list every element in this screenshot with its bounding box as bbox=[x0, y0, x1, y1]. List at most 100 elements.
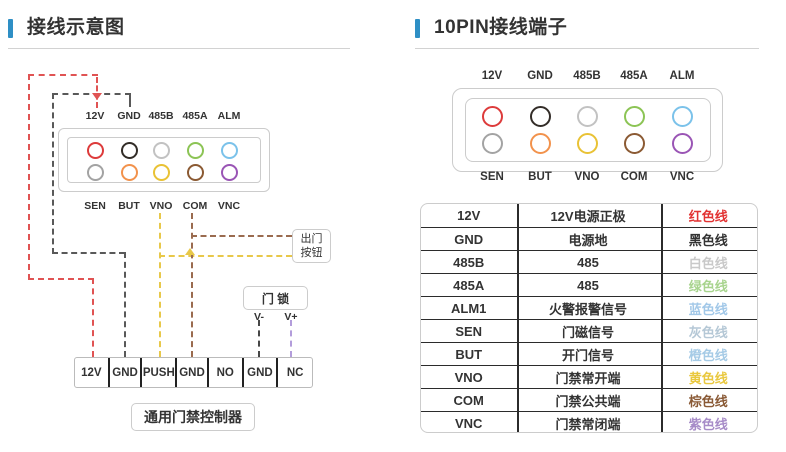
right-section-title: 10PIN接线端子 bbox=[434, 17, 568, 38]
pin-circle bbox=[220, 163, 238, 181]
pin-label-485b: 485B bbox=[148, 110, 174, 122]
pin-name-cell: GND bbox=[454, 231, 484, 247]
terminal-cell-gnd-3: GND bbox=[175, 358, 207, 387]
wire-segment-red bbox=[96, 77, 98, 108]
table-column-divider bbox=[517, 204, 519, 432]
pin-name-cell: 485B bbox=[453, 254, 485, 270]
left-section-title: 接线示意图 bbox=[27, 17, 125, 38]
pin-label-gnd: GND bbox=[527, 70, 553, 82]
pin-label-com: COM bbox=[182, 200, 208, 212]
pin-label-vno: VNO bbox=[149, 200, 173, 212]
table-row: BUT 开门信号 橙色线 bbox=[421, 342, 757, 365]
terminal-cell-nc-6: NC bbox=[276, 358, 312, 387]
pin-description-cell: 火警报警信号 bbox=[549, 301, 628, 317]
pin-description-cell: 门禁常闭端 bbox=[555, 416, 621, 432]
pin-circle bbox=[186, 163, 204, 181]
pin-label-alm: ALM bbox=[217, 110, 241, 122]
door-lock-label: 门 锁 bbox=[261, 291, 290, 306]
wire-color-cell: 棕色线 bbox=[688, 393, 728, 409]
wire-segment-red bbox=[28, 74, 30, 280]
pin-label-vno: VNO bbox=[574, 171, 600, 183]
lock-positive-label: V+ bbox=[284, 311, 298, 323]
wire-color-cell: 白色线 bbox=[688, 255, 728, 271]
table-row: GND 电源地 黑色线 bbox=[421, 227, 757, 250]
wire-segment-dark bbox=[52, 93, 54, 254]
pin-circle bbox=[671, 105, 693, 127]
right-title-accent-bar bbox=[415, 19, 420, 38]
wire-segment-dark bbox=[52, 93, 131, 95]
terminal-cell-gnd-1: GND bbox=[107, 358, 141, 387]
pin-circle bbox=[120, 141, 138, 159]
pin-circle bbox=[220, 141, 238, 159]
table-column-divider bbox=[661, 204, 663, 432]
wire-segment-yellow bbox=[159, 213, 161, 357]
pin-label-com: COM bbox=[620, 171, 648, 183]
wire-segment-black bbox=[258, 320, 260, 357]
pin-description-cell: 开门信号 bbox=[562, 347, 615, 363]
pin-label-sen: SEN bbox=[480, 171, 504, 183]
terminal-cell-push-2: PUSH bbox=[140, 358, 175, 387]
pin-label-but: BUT bbox=[528, 171, 552, 183]
wire-color-cell: 橙色线 bbox=[688, 347, 728, 363]
terminal-cell-gnd-5: GND bbox=[241, 358, 277, 387]
pin-circle bbox=[576, 105, 598, 127]
pin-description-cell: 门禁公共端 bbox=[555, 393, 621, 409]
pin-label-485b: 485B bbox=[573, 70, 601, 82]
left-title-divider bbox=[8, 48, 350, 49]
terminal-cell-no-4: NO bbox=[206, 358, 242, 387]
pin-circle bbox=[623, 132, 645, 154]
pin-name-cell: BUT bbox=[455, 346, 483, 362]
door-lock-box: 门 锁 bbox=[243, 286, 308, 310]
wire-segment-red bbox=[28, 278, 94, 280]
pin-name-cell: VNC bbox=[454, 415, 483, 431]
wire-segment-dark bbox=[129, 95, 131, 107]
wire-arrow-yellow bbox=[185, 248, 195, 255]
wire-color-cell: 黑色线 bbox=[688, 232, 728, 248]
pin-circle bbox=[86, 141, 104, 159]
pin-description-cell: 485 bbox=[577, 277, 599, 293]
pin-label-485a: 485A bbox=[620, 70, 648, 82]
pin-label-12v: 12V bbox=[85, 110, 105, 122]
wire-segment-yellow bbox=[159, 255, 292, 257]
wire-arrow-red bbox=[92, 93, 102, 100]
pin-label-12v: 12V bbox=[481, 70, 503, 82]
exit-button-box: 出门 按钮 bbox=[292, 229, 331, 263]
pin-description-cell: 12V电源正极 bbox=[550, 209, 626, 224]
pin-label-but: BUT bbox=[118, 200, 140, 212]
pin-circle bbox=[186, 141, 204, 159]
pin-description-cell: 485 bbox=[577, 254, 599, 270]
pin-circle bbox=[529, 105, 551, 127]
terminal-cell-12v-0: 12V bbox=[81, 366, 102, 379]
pin-name-cell: VNO bbox=[454, 369, 483, 385]
left-title-accent-bar bbox=[8, 19, 13, 38]
pin-circle bbox=[481, 105, 503, 127]
exit-button-label-line2: 按钮 bbox=[300, 247, 323, 259]
wire-color-cell: 红色线 bbox=[688, 209, 728, 224]
wire-segment-purple bbox=[290, 320, 292, 357]
pin-name-cell: COM bbox=[453, 392, 484, 408]
pin-description-cell: 门禁常开端 bbox=[555, 370, 621, 386]
pin-description-cell: 电源地 bbox=[568, 232, 608, 248]
pin-name-cell: 485A bbox=[453, 277, 485, 293]
table-row: 485B 485 白色线 bbox=[421, 250, 757, 273]
pin-description-cell: 门磁信号 bbox=[562, 324, 615, 340]
pin-label-485a: 485A bbox=[182, 110, 208, 122]
controller-box: 通用门禁控制器 bbox=[131, 403, 255, 431]
pin-circle bbox=[529, 132, 551, 154]
wire-color-cell: 蓝色线 bbox=[688, 301, 728, 317]
exit-button-label-line1: 出门 bbox=[300, 232, 323, 245]
pin-circle bbox=[120, 163, 138, 181]
wire-segment-brown bbox=[191, 235, 292, 237]
table-row: 485A 485 绿色线 bbox=[421, 273, 757, 296]
pin-circle bbox=[671, 132, 693, 154]
wire-color-cell: 绿色线 bbox=[688, 278, 728, 294]
wire-segment-brown bbox=[191, 213, 193, 357]
table-row: COM 门禁公共端 棕色线 bbox=[421, 388, 757, 411]
pin-circle bbox=[623, 105, 645, 127]
pin-circle bbox=[86, 163, 104, 181]
